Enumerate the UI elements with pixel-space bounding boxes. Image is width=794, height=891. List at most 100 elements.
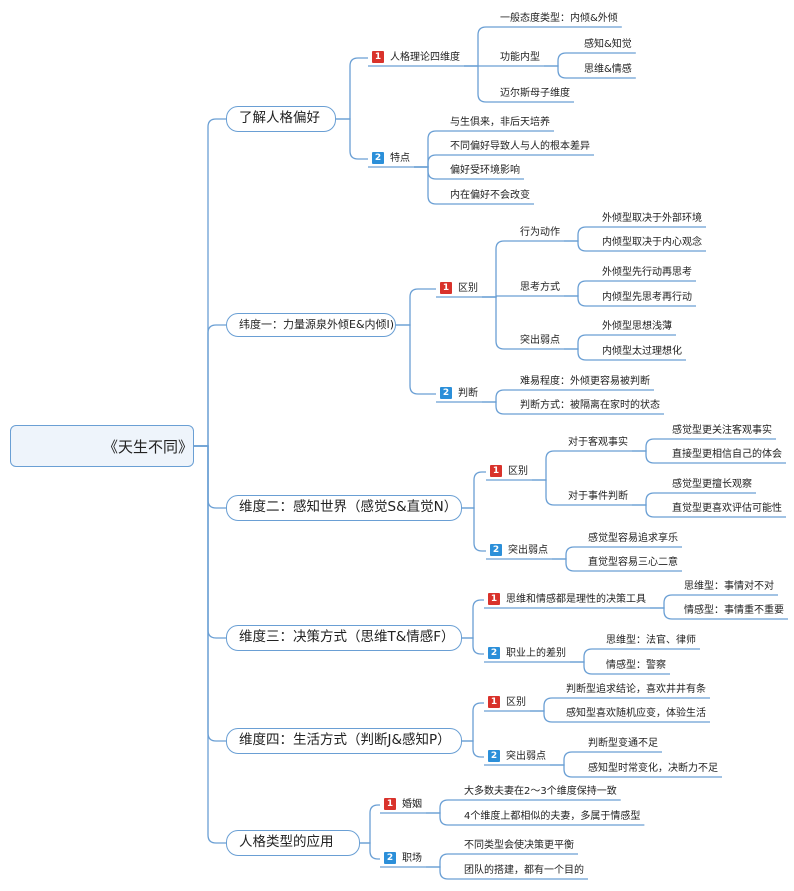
connector-line	[482, 401, 516, 415]
leaf-label: 情感型：事情重不重要	[684, 605, 784, 616]
leaf-2-2-2[interactable]: 判断方式：被隔离在家时的状态	[520, 399, 660, 413]
leaf-label: 内倾型太过理想化	[602, 346, 682, 357]
leaf-1-1-2-1[interactable]: 感知&知觉	[584, 38, 632, 52]
leaf-2-1-1-1[interactable]: 外倾型取决于外部环境	[602, 212, 702, 226]
leaf-label: 感觉型更擅长观察	[672, 479, 752, 490]
root-node[interactable]: 《天生不同》	[10, 425, 194, 467]
leaf-label: 迈尔斯母子维度	[500, 88, 570, 99]
priority-1-icon: 1	[372, 51, 384, 63]
leaf-6-2-2[interactable]: 团队的搭建，都有一个目的	[464, 864, 584, 878]
leaf-1-2-4[interactable]: 内在偏好不会改变	[450, 189, 530, 203]
leaf-4-2-2[interactable]: 情感型：警察	[606, 659, 666, 673]
leaf-2-1-2[interactable]: 思考方式	[520, 281, 560, 295]
leaf-label: 判断型追求结论，喜欢井井有条	[566, 684, 706, 695]
leaf-2-1-3-2[interactable]: 内倾型太过理想化	[602, 345, 682, 359]
leaf-label: 团队的搭建，都有一个目的	[464, 865, 584, 876]
leaf-label: 外倾型取决于外部环境	[602, 213, 702, 224]
priority-2-icon: 2	[384, 852, 396, 864]
leaf-1-2-3[interactable]: 偏好受环境影响	[450, 164, 520, 178]
leaf-label: 行为动作	[520, 227, 560, 238]
connector-line	[532, 450, 564, 481]
connector-line	[336, 118, 368, 160]
priority-2-icon: 2	[490, 544, 502, 556]
connector-line	[464, 26, 496, 67]
connector-line	[194, 445, 226, 742]
connector-line	[194, 118, 226, 447]
leaf-1-1-1[interactable]: 一般态度类型：内倾&外倾	[500, 12, 618, 26]
leaf-3-1-2-2[interactable]: 直觉型更喜欢评估可能性	[672, 502, 782, 516]
leaf-label: 对于客观事实	[568, 437, 628, 448]
branch-2[interactable]: 纬度一：力量源泉外倾E&内倾I)	[226, 313, 396, 337]
leaf-label: 对于事件判断	[568, 491, 628, 502]
connector-line	[544, 65, 580, 79]
priority-1-icon: 1	[384, 798, 396, 810]
leaf-2-2-1[interactable]: 难易程度：外倾更容易被判断	[520, 375, 650, 389]
connector-line	[550, 751, 584, 766]
sub-topic-label: 特点	[390, 153, 410, 164]
connector-line	[462, 507, 486, 552]
leaf-label: 情感型：警察	[606, 660, 666, 671]
branch-1[interactable]: 了解人格偏好	[226, 106, 336, 132]
leaf-3-1-1-2[interactable]: 直接型更相信自己的体会	[672, 448, 782, 462]
branch-3[interactable]: 维度二：感知世界（感觉S&直觉N）	[226, 495, 462, 521]
priority-1-icon: 1	[490, 465, 502, 477]
leaf-2-1-3[interactable]: 突出弱点	[520, 334, 560, 348]
leaf-2-1-1-2[interactable]: 内倾型取决于内心观念	[602, 236, 702, 250]
leaf-label: 与生俱来，非后天培养	[450, 117, 550, 128]
leaf-label: 外倾型先行动再思考	[602, 267, 692, 278]
leaf-3-1-1[interactable]: 对于客观事实	[568, 436, 628, 450]
connector-line	[462, 599, 484, 639]
leaf-5-1-1[interactable]: 判断型追求结论，喜欢井井有条	[566, 683, 706, 697]
priority-1-icon: 1	[488, 593, 500, 605]
leaf-2-1-3-1[interactable]: 外倾型思想浅薄	[602, 320, 672, 334]
branch-label: 维度三：决策方式（思维T&情感F）	[239, 629, 455, 645]
connector-line	[564, 240, 598, 252]
branch-4[interactable]: 维度三：决策方式（思维T&情感F）	[226, 625, 462, 651]
connector-line	[564, 226, 598, 242]
leaf-label: 感知型时常变化，决断力不足	[588, 763, 718, 774]
connector-line	[544, 52, 580, 67]
leaf-1-2-1[interactable]: 与生俱来，非后天培养	[450, 116, 550, 130]
leaf-2-1-2-1[interactable]: 外倾型先行动再思考	[602, 266, 692, 280]
leaf-1-1-2-2[interactable]: 思维&情感	[584, 63, 632, 77]
leaf-4-1-1[interactable]: 思维型：事情对不对	[684, 580, 774, 594]
priority-2-icon: 2	[440, 387, 452, 399]
branch-6[interactable]: 人格类型的应用	[226, 830, 360, 856]
leaf-3-1-2-1[interactable]: 感觉型更擅长观察	[672, 478, 752, 492]
leaf-4-1-2[interactable]: 情感型：事情重不重要	[684, 604, 784, 618]
leaf-2-1-2-2[interactable]: 内倾型先思考再行动	[602, 291, 692, 305]
leaf-3-1-2[interactable]: 对于事件判断	[568, 490, 628, 504]
leaf-6-2-1[interactable]: 不同类型会使决策更平衡	[464, 839, 574, 853]
leaf-1-1-3[interactable]: 迈尔斯母子维度	[500, 87, 570, 101]
leaf-3-1-1-1[interactable]: 感觉型更关注客观事实	[672, 424, 772, 438]
leaf-4-2-1[interactable]: 思维型：法官、律师	[606, 634, 696, 648]
leaf-label: 不同偏好导致人与人的根本差异	[450, 141, 590, 152]
leaf-3-2-2[interactable]: 直觉型容易三心二意	[588, 556, 678, 570]
leaf-6-1-2[interactable]: 4个维度上都相似的夫妻，多属于情感型	[464, 810, 640, 824]
leaf-2-1-1[interactable]: 行为动作	[520, 226, 560, 240]
leaf-1-1-2[interactable]: 功能内型	[500, 51, 540, 65]
leaf-5-2-1[interactable]: 判断型变通不足	[588, 737, 658, 751]
leaf-label: 感觉型更关注客观事实	[672, 425, 772, 436]
leaf-5-1-2[interactable]: 感知型喜欢随机应变，体验生活	[566, 707, 706, 721]
leaf-1-2-2[interactable]: 不同偏好导致人与人的根本差异	[450, 140, 590, 154]
leaf-6-1-1[interactable]: 大多数夫妻在2～3个维度保持一致	[464, 785, 617, 799]
leaf-3-2-1[interactable]: 感觉型容易追求享乐	[588, 532, 678, 546]
leaf-label: 思维型：事情对不对	[684, 581, 774, 592]
branch-5[interactable]: 维度四：生活方式（判断J&感知P）	[226, 728, 462, 754]
leaf-5-2-2[interactable]: 感知型时常变化，决断力不足	[588, 762, 718, 776]
connector-line	[336, 57, 368, 120]
connector-line	[482, 240, 516, 298]
